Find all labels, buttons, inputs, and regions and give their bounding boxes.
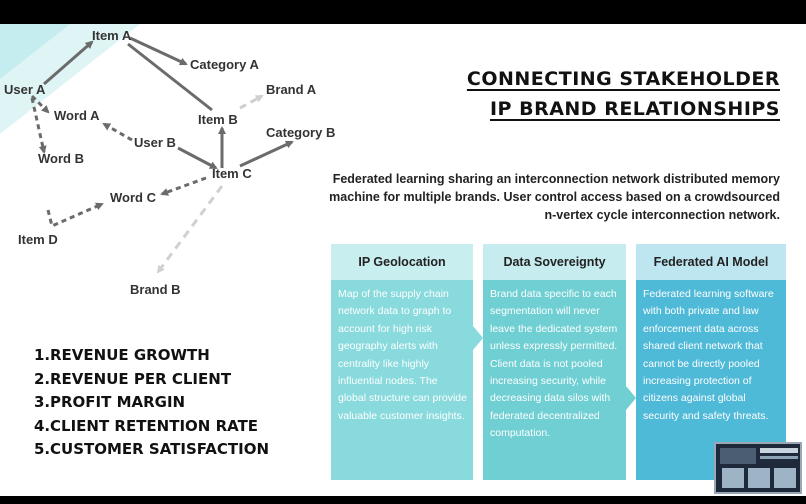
edge-usera-wordb (32, 98, 44, 152)
description-text: Federated learning sharing an interconne… (322, 170, 780, 224)
edge-itemc-brandb (158, 186, 222, 272)
card-ip-geolocation: IP Geolocation Map of the supply chain n… (331, 244, 473, 480)
card-header: IP Geolocation (331, 244, 473, 280)
card-body: Brand data specific to each segmentation… (483, 280, 626, 480)
slide: Item A Category A User A Brand A Word A … (0, 24, 806, 496)
node-user-b: User B (134, 135, 176, 150)
edge-itemd-wordc (48, 204, 102, 226)
card-body: Map of the supply chain network data to … (331, 280, 473, 480)
title-line-1: CONNECTING STAKEHOLDER (400, 64, 780, 94)
node-user-a: User A (4, 82, 46, 97)
node-item-a: Item A (92, 28, 132, 43)
edge-usera-itema (44, 42, 92, 84)
node-brand-a: Brand A (266, 82, 317, 97)
edge-itema-itemb (128, 44, 212, 110)
node-category-a: Category A (190, 57, 259, 72)
edge-itemb-branda (240, 96, 262, 108)
node-item-b: Item B (198, 112, 238, 127)
list-item: 2.REVENUE PER CLIENT (34, 368, 269, 392)
node-item-c: Item C (212, 166, 252, 181)
title-line-2: IP BRAND RELATIONSHIPS (400, 94, 780, 124)
list-item: 5.CUSTOMER SATISFACTION (34, 438, 269, 462)
metrics-list: 1.REVENUE GROWTH 2.REVENUE PER CLIENT 3.… (34, 344, 269, 462)
node-item-d: Item D (18, 232, 58, 247)
card-data-sovereignty: Data Sovereignty Brand data specific to … (483, 244, 626, 480)
node-brand-b: Brand B (130, 282, 181, 297)
node-word-c: Word C (110, 190, 157, 205)
card-header: Data Sovereignty (483, 244, 626, 280)
node-word-a: Word A (54, 108, 100, 123)
list-item: 1.REVENUE GROWTH (34, 344, 269, 368)
node-category-b: Category B (266, 125, 335, 140)
edge-itemc-wordc (162, 178, 206, 194)
list-item: 4.CLIENT RETENTION RATE (34, 415, 269, 439)
chevron-right-icon (473, 326, 483, 350)
slide-title: CONNECTING STAKEHOLDER IP BRAND RELATION… (400, 64, 780, 124)
edge-itemc-categoryb (240, 142, 292, 166)
card-header: Federated AI Model (636, 244, 786, 280)
chevron-right-icon (626, 386, 636, 410)
slide-thumbnail[interactable] (714, 442, 802, 494)
edge-userb-worda (104, 124, 132, 140)
edge-userb-itemc (178, 148, 216, 168)
list-item: 3.PROFIT MARGIN (34, 391, 269, 415)
node-word-b: Word B (38, 151, 84, 166)
